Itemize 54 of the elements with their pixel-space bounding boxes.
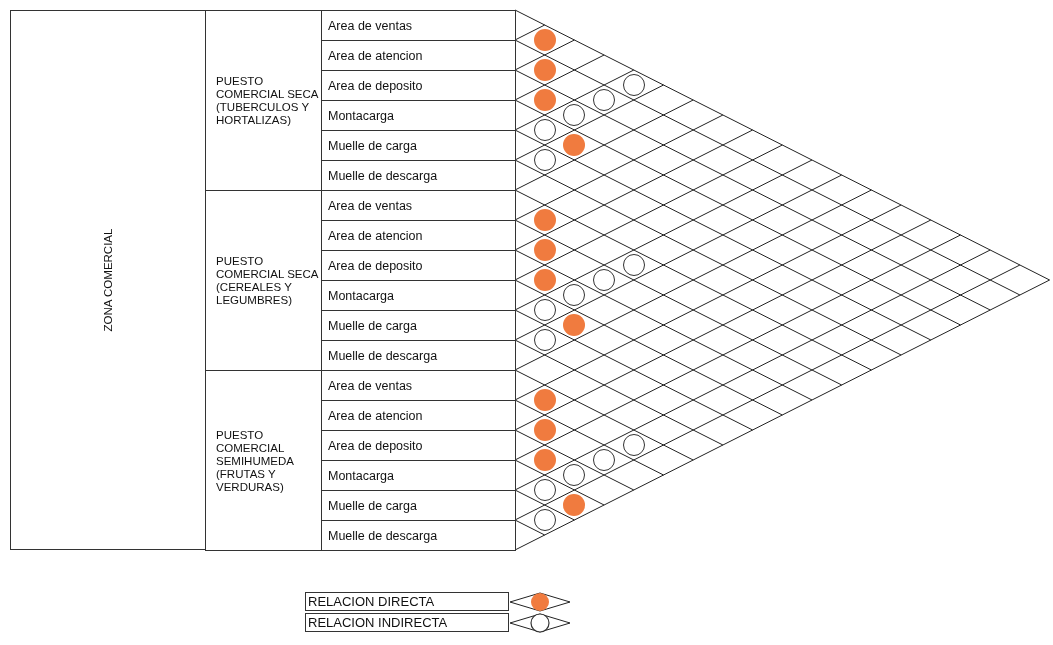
cell-label: Muelle de descarga — [328, 348, 438, 363]
filled-circle-marker — [563, 134, 586, 156]
filled-circle-marker — [533, 419, 556, 441]
cell-label: Muelle de carga — [328, 318, 417, 333]
legend-label: RELACION DIRECTA — [305, 592, 509, 611]
area-cell — [321, 10, 516, 41]
cell-label: Area de deposito — [328, 78, 423, 93]
filled-circle-marker — [533, 59, 556, 81]
cell-label: Area de ventas — [328, 198, 413, 213]
legend-label: RELACION INDIRECTA — [305, 613, 509, 632]
filled-circle-marker — [563, 494, 586, 516]
open-circle-marker — [622, 434, 645, 456]
open-circle-marker — [593, 89, 616, 111]
cell-label: Area de deposito — [328, 438, 423, 453]
open-circle-marker — [593, 449, 616, 471]
open-circle-marker — [563, 104, 586, 126]
filled-circle-marker — [533, 209, 556, 231]
cell-label: Muelle de descarga — [328, 528, 438, 543]
open-circle-marker — [622, 74, 645, 96]
area-cell — [321, 520, 516, 551]
filled-circle-marker — [533, 269, 556, 291]
open-circle-marker — [533, 509, 556, 531]
cell-label: Montacarga — [328, 288, 394, 303]
zone-header-cell — [10, 10, 206, 550]
open-circle-marker — [533, 119, 556, 141]
open-circle-marker — [563, 464, 586, 486]
cell-label: PUESTO COMERCIAL SECA (TUBERCULOS Y HORTALIZAS) — [216, 74, 319, 127]
cell-label: PUESTO COMERCIAL SEMIHUMEDA (FRUTAS Y VERDURAS) — [216, 428, 295, 493]
open-circle-marker — [533, 149, 556, 171]
cell-label: Area de ventas — [328, 18, 413, 33]
cell-label: ZONA COMERCIAL — [101, 228, 115, 332]
cell-label: Area de atencion — [328, 48, 423, 63]
filled-circle-marker — [533, 389, 556, 411]
cell-label: Muelle de descarga — [328, 168, 438, 183]
open-circle-marker — [622, 254, 645, 276]
cell-label: Area de deposito — [328, 258, 423, 273]
open-circle-marker — [533, 479, 556, 501]
open-circle-marker — [563, 284, 586, 306]
cell-label: Area de ventas — [328, 378, 413, 393]
cell-label: Muelle de carga — [328, 498, 417, 513]
cell-label: Area de atencion — [328, 228, 423, 243]
cell-label: PUESTO COMERCIAL SECA (CEREALES Y LEGUMBRES) — [216, 254, 319, 307]
cell-label: Muelle de carga — [328, 138, 417, 153]
open-circle-marker — [533, 299, 556, 321]
cell-label: Area de atencion — [328, 408, 423, 423]
cell-label: Montacarga — [328, 108, 394, 123]
filled-circle-marker — [533, 29, 556, 51]
filled-circle-marker — [533, 239, 556, 261]
cell-label: Montacarga — [328, 468, 394, 483]
open-circle-marker — [533, 329, 556, 351]
open-circle-marker — [593, 269, 616, 291]
filled-circle-marker — [533, 449, 556, 471]
filled-circle-marker — [533, 89, 556, 111]
filled-circle-marker — [563, 314, 586, 336]
